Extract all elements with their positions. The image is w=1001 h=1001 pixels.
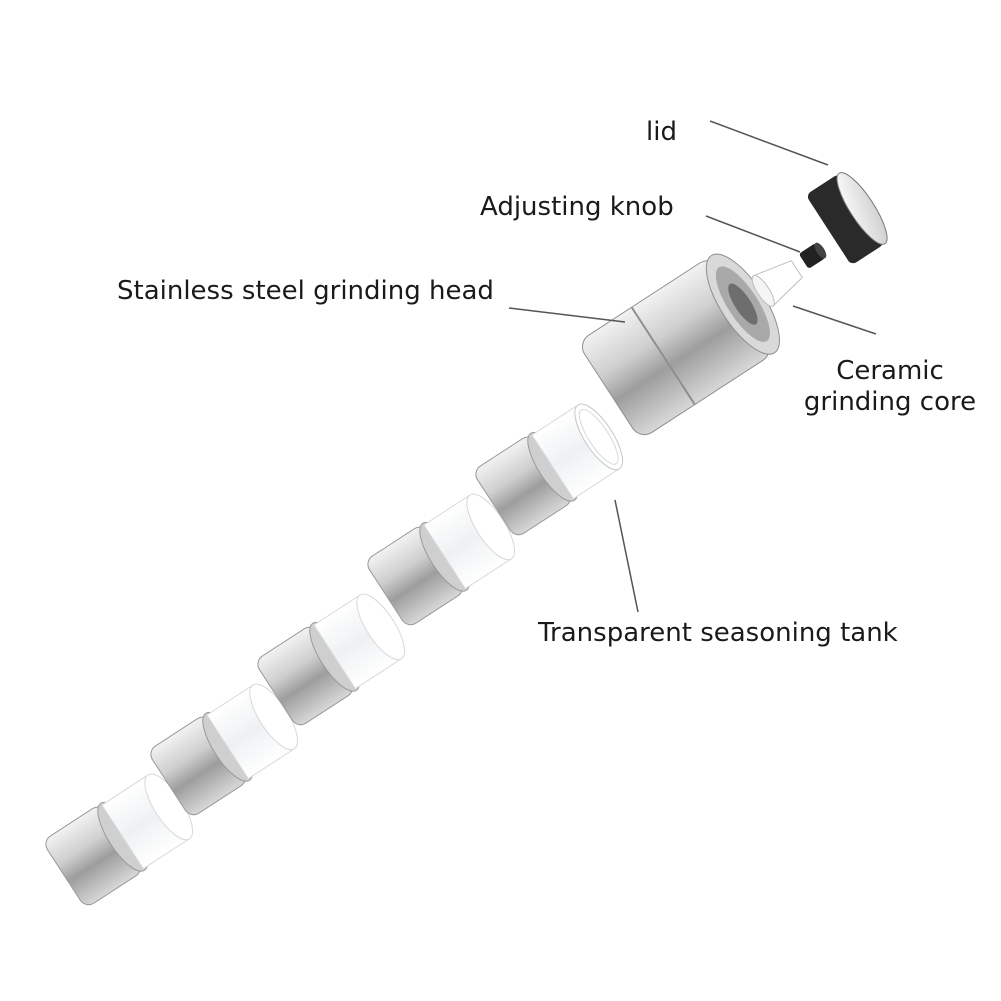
label-lid: lid (646, 117, 677, 147)
ceramic-core (751, 260, 803, 307)
label-ceramic-core: Ceramic grinding core (800, 356, 980, 418)
lid (807, 172, 888, 264)
label-ceramic-core-line1: Ceramic (836, 356, 944, 386)
seasoning-jar (257, 593, 406, 726)
leader-line-knob (705, 215, 801, 253)
seasoning-jar-top (475, 403, 624, 536)
seasoning-jar (150, 683, 299, 816)
grinding-head (581, 253, 780, 436)
leader-line-lid (709, 120, 829, 166)
label-seasoning-tank: Transparent seasoning tank (538, 618, 898, 648)
adjusting-knob (799, 242, 827, 268)
leader-line-tank (614, 499, 639, 613)
label-grinding-head: Stainless steel grinding head (117, 276, 494, 306)
leader-line-core (792, 305, 877, 335)
label-ceramic-core-line2: grinding core (803, 387, 977, 418)
label-adjusting-knob: Adjusting knob (480, 192, 674, 222)
seasoning-jar (367, 493, 516, 626)
seasoning-jar (45, 773, 194, 906)
leader-line-head (508, 307, 626, 323)
